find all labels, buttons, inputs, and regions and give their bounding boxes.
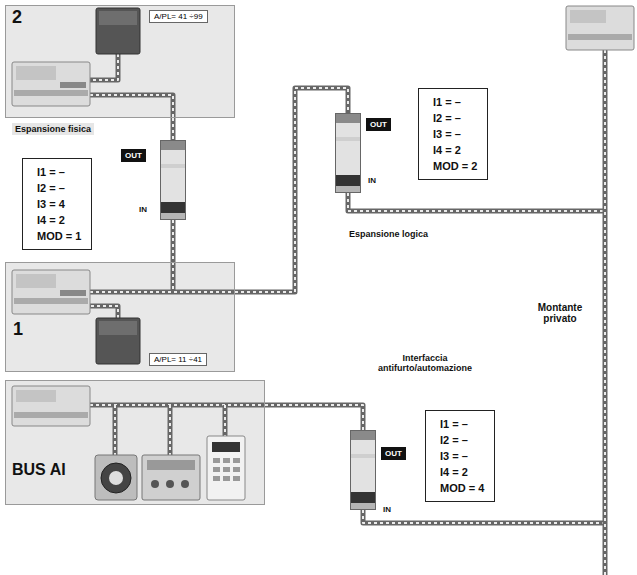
caption-label: Interfaccia antifurto/automazione — [362, 352, 488, 374]
panel-title: 2 — [12, 7, 22, 28]
config-line: I3 = 4 — [37, 196, 81, 212]
config-line: I1 = – — [440, 416, 484, 432]
address-range: A/PL= 11 ÷41 — [154, 355, 202, 364]
config-line: MOD = 2 — [433, 158, 477, 174]
caption-label: Espansione fisica — [12, 123, 94, 135]
monitor — [96, 318, 140, 364]
interface-module: OUTIN — [335, 113, 361, 193]
din-device — [566, 6, 634, 50]
caption-label: Montante privato — [528, 301, 592, 325]
config-table: I1 = –I2 = –I3 = 4I4 = 2MOD = 1 — [22, 158, 92, 250]
interface-module: OUTIN — [350, 430, 376, 510]
din-device — [12, 62, 90, 106]
bus-cable — [265, 405, 363, 430]
keypad-device — [207, 436, 245, 500]
panel-title: 1 — [13, 319, 23, 340]
monitor — [96, 8, 140, 54]
config-line: I2 = – — [440, 432, 484, 448]
config-line: I4 = 2 — [37, 212, 81, 228]
bus-panel: BUS AI — [5, 380, 265, 505]
address-range: A/PL= 41 ÷99 — [154, 12, 203, 21]
config-line: I4 = 2 — [433, 142, 477, 158]
bus-wire — [90, 50, 605, 575]
in-tag: IN — [139, 205, 147, 214]
apartment-panel: A/PL= 11 ÷41 1 — [5, 262, 235, 372]
panel-title: BUS AI — [12, 461, 66, 479]
control-device — [142, 455, 200, 500]
config-line: I3 = – — [440, 448, 484, 464]
config-line: I1 = – — [433, 94, 477, 110]
caption-label: Espansione logica — [346, 228, 431, 240]
panel-ground — [5, 380, 265, 505]
in-tag: IN — [368, 176, 376, 185]
out-tag: OUT — [121, 149, 146, 162]
interface-module: OUTIN — [160, 140, 186, 220]
config-table: I1 = –I2 = –I3 = –I4 = 2MOD = 2 — [418, 88, 488, 180]
address-label: A/PL= 11 ÷41 — [149, 353, 207, 366]
din-device — [12, 386, 90, 426]
bus-cable — [173, 220, 174, 262]
bus-cable — [235, 88, 348, 292]
address-label: A/PL= 41 ÷99 — [149, 10, 208, 23]
config-line: I2 = – — [433, 110, 477, 126]
out-tag: OUT — [381, 447, 406, 460]
config-table: I1 = –I2 = –I3 = –I4 = 2MOD = 4 — [425, 410, 495, 502]
config-line: I3 = – — [433, 126, 477, 142]
config-line: MOD = 4 — [440, 480, 484, 496]
din-device — [12, 270, 90, 314]
panel-ground — [5, 5, 235, 118]
panel-ground — [5, 262, 235, 372]
config-line: I4 = 2 — [440, 464, 484, 480]
config-line: I2 = – — [37, 180, 81, 196]
config-line: I1 = – — [37, 164, 81, 180]
in-tag: IN — [383, 505, 391, 514]
out-tag: OUT — [366, 118, 391, 131]
apartment-panel: A/PL= 41 ÷99 2 — [5, 5, 235, 118]
sensor-device — [95, 455, 137, 500]
bus-cable — [173, 118, 174, 140]
config-line: MOD = 1 — [37, 228, 81, 244]
